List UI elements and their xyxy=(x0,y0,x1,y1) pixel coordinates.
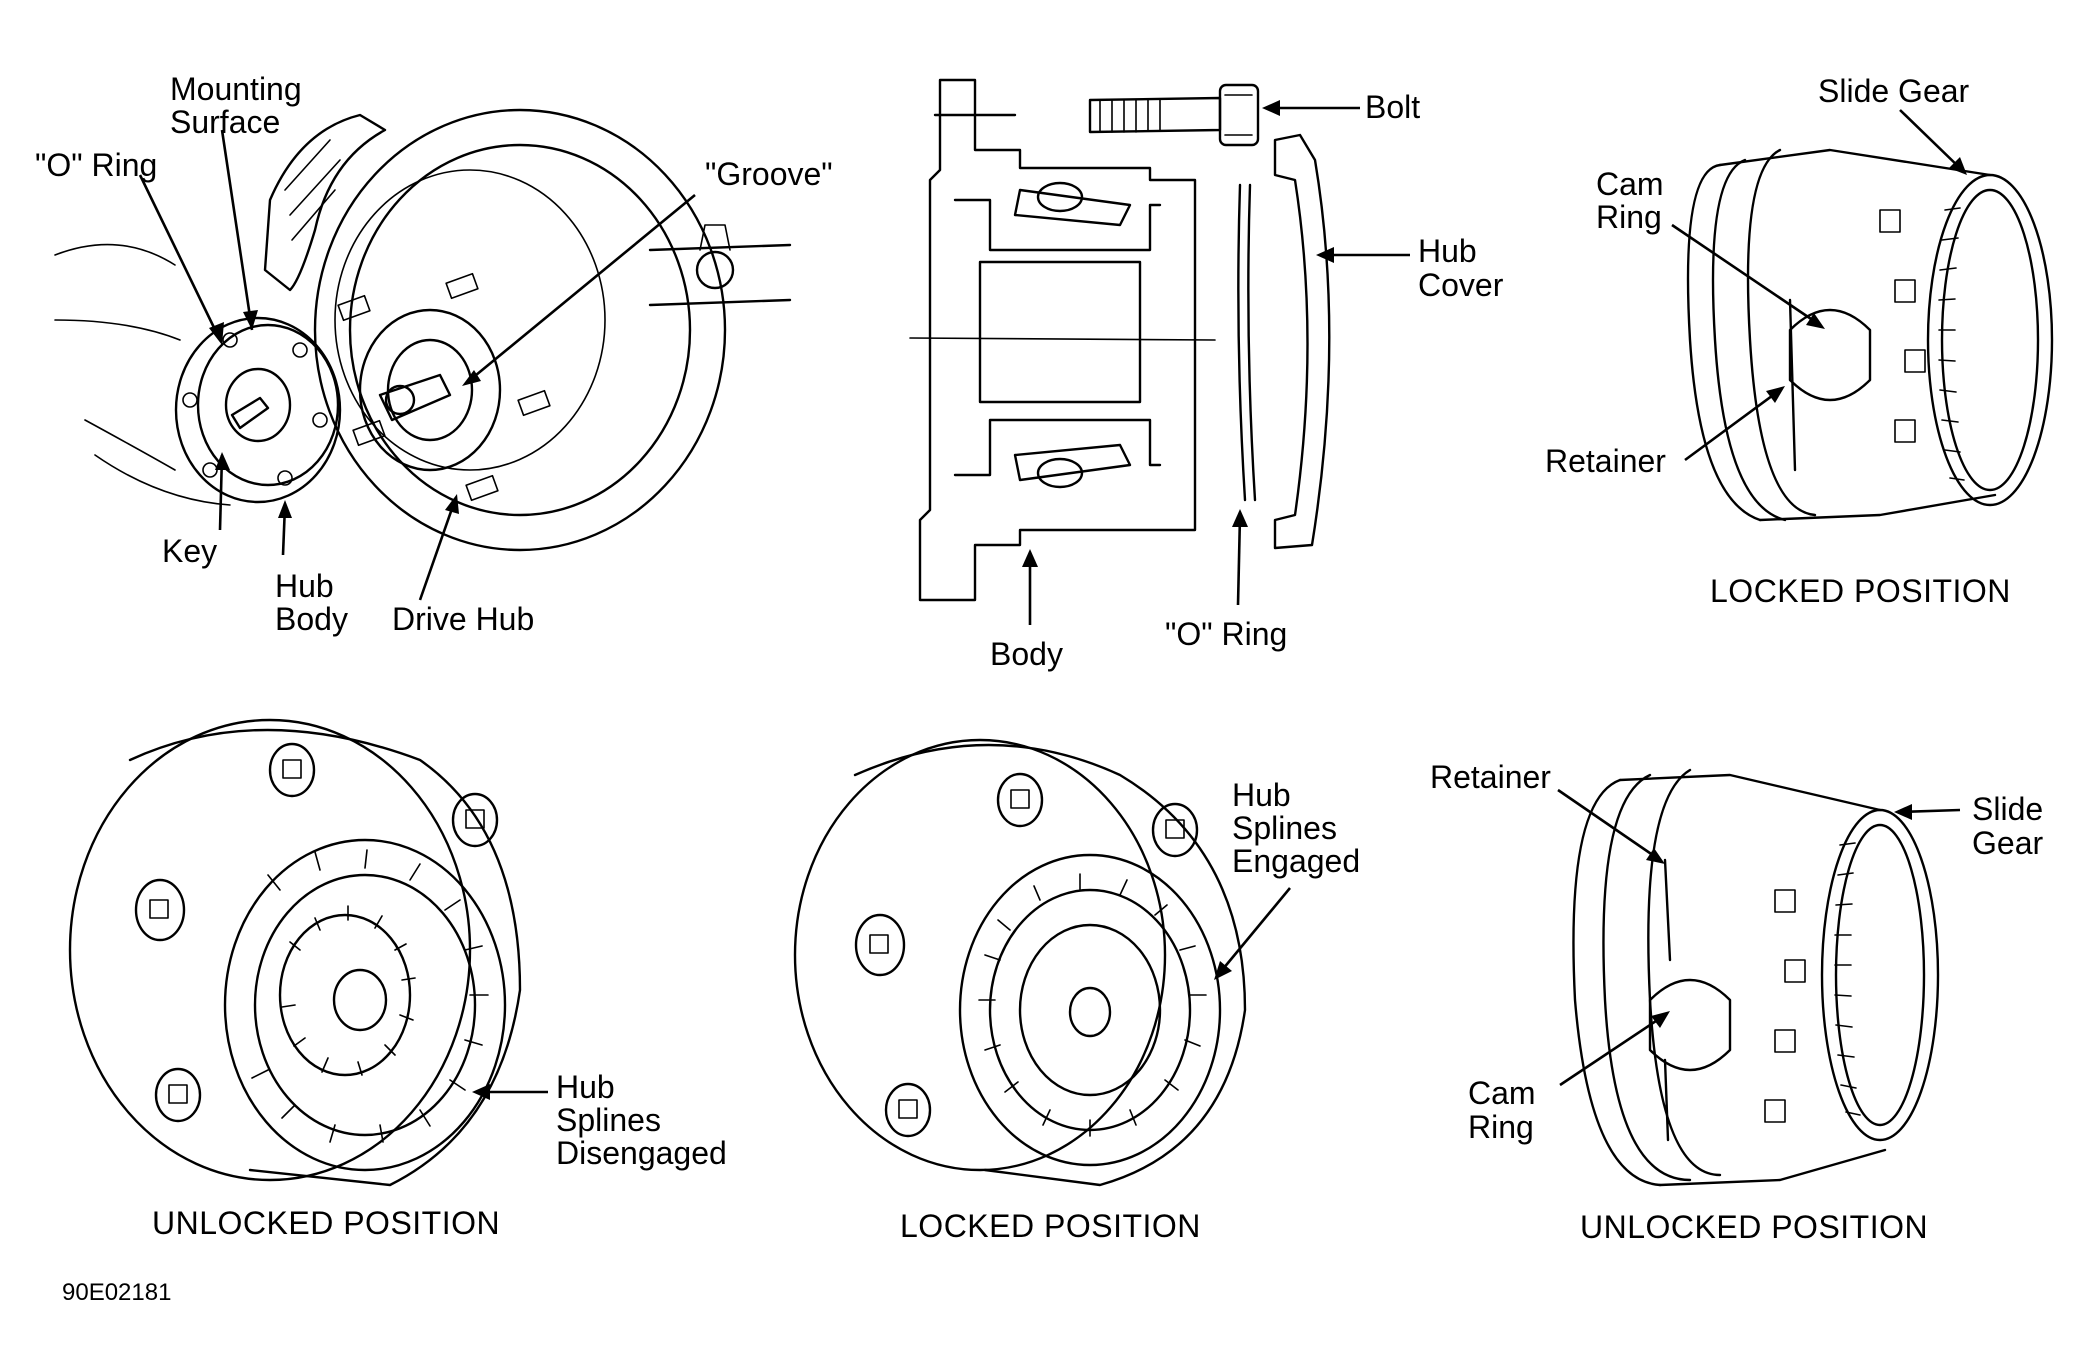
label-cam-ring-bottom-line1: Cam xyxy=(1468,1075,1536,1111)
label-hub-splines-disengaged-line2: Splines xyxy=(556,1102,661,1138)
hub-unlocked-illustration xyxy=(68,718,522,1187)
figure-id: 90E02181 xyxy=(62,1279,171,1306)
position-captions: LOCKED POSITION UNLOCKED POSITION LOCKED… xyxy=(152,573,2011,1245)
leaders-top-right xyxy=(1671,109,1967,462)
caption-bottom-right: UNLOCKED POSITION xyxy=(1580,1209,1928,1245)
hub-cross-section xyxy=(909,78,1331,602)
label-hub-splines-engaged-line2: Splines xyxy=(1232,810,1337,846)
cam-ring-unlocked-illustration xyxy=(1572,768,1940,1187)
hub-mounting-illustration xyxy=(54,108,792,552)
caption-bottom-center: LOCKED POSITION xyxy=(900,1208,1201,1244)
label-hub-body-line2: Body xyxy=(275,601,348,637)
slide-gear-teeth xyxy=(1938,207,1965,481)
label-o-ring-center: "O" Ring xyxy=(1165,616,1287,652)
label-hub-splines-disengaged-line1: Hub xyxy=(556,1069,615,1105)
label-hub-cover-line2: Cover xyxy=(1418,267,1504,303)
label-groove: "Groove" xyxy=(705,156,833,192)
leaders-bottom-left xyxy=(472,1084,548,1100)
label-retainer-top: Retainer xyxy=(1545,443,1666,479)
label-hub-splines-engaged-line1: Hub xyxy=(1232,777,1291,813)
label-cam-ring-top-line1: Cam xyxy=(1596,166,1664,202)
label-cam-ring-bottom-line2: Ring xyxy=(1468,1109,1534,1145)
label-cam-ring-top-line2: Ring xyxy=(1596,199,1662,235)
hub-locked-illustration xyxy=(793,738,1247,1187)
cam-ring-locked-illustration xyxy=(1686,148,2054,522)
leaders-bottom-right xyxy=(1557,788,1961,1087)
caption-bottom-left: UNLOCKED POSITION xyxy=(152,1205,500,1241)
label-hub-cover-line1: Hub xyxy=(1418,233,1477,269)
label-mounting-surface-line2: Surface xyxy=(170,104,280,140)
outer-spline-teeth xyxy=(251,849,489,1143)
engaged-spline-teeth xyxy=(978,873,1207,1137)
label-hub-body-line1: Hub xyxy=(275,568,334,604)
callout-labels: Mounting Surface "O" Ring "Groove" Key H… xyxy=(35,71,2043,1171)
label-mounting-surface-line1: Mounting xyxy=(170,71,302,107)
label-slide-gear-top: Slide Gear xyxy=(1818,73,1970,109)
label-drive-hub: Drive Hub xyxy=(392,601,534,637)
leaders-top-left xyxy=(138,129,696,601)
label-hub-splines-disengaged-line3: Disengaged xyxy=(556,1135,727,1171)
label-hub-splines-engaged-line3: Engaged xyxy=(1232,843,1360,879)
inner-spline-teeth xyxy=(281,905,416,1076)
label-key: Key xyxy=(162,533,217,569)
label-slide-gear-bottom-line2: Gear xyxy=(1972,825,2043,861)
label-body: Body xyxy=(990,636,1063,672)
slide-gear-teeth-bottom xyxy=(1834,842,1861,1116)
label-retainer-bottom: Retainer xyxy=(1430,759,1551,795)
label-slide-gear-bottom-line1: Slide xyxy=(1972,791,2043,827)
caption-top-right: LOCKED POSITION xyxy=(1710,573,2011,609)
label-bolt: Bolt xyxy=(1365,89,1420,125)
leaders-bottom-center xyxy=(1214,887,1292,980)
label-o-ring-left: "O" Ring xyxy=(35,147,157,183)
leaders-top-center xyxy=(1022,100,1410,625)
